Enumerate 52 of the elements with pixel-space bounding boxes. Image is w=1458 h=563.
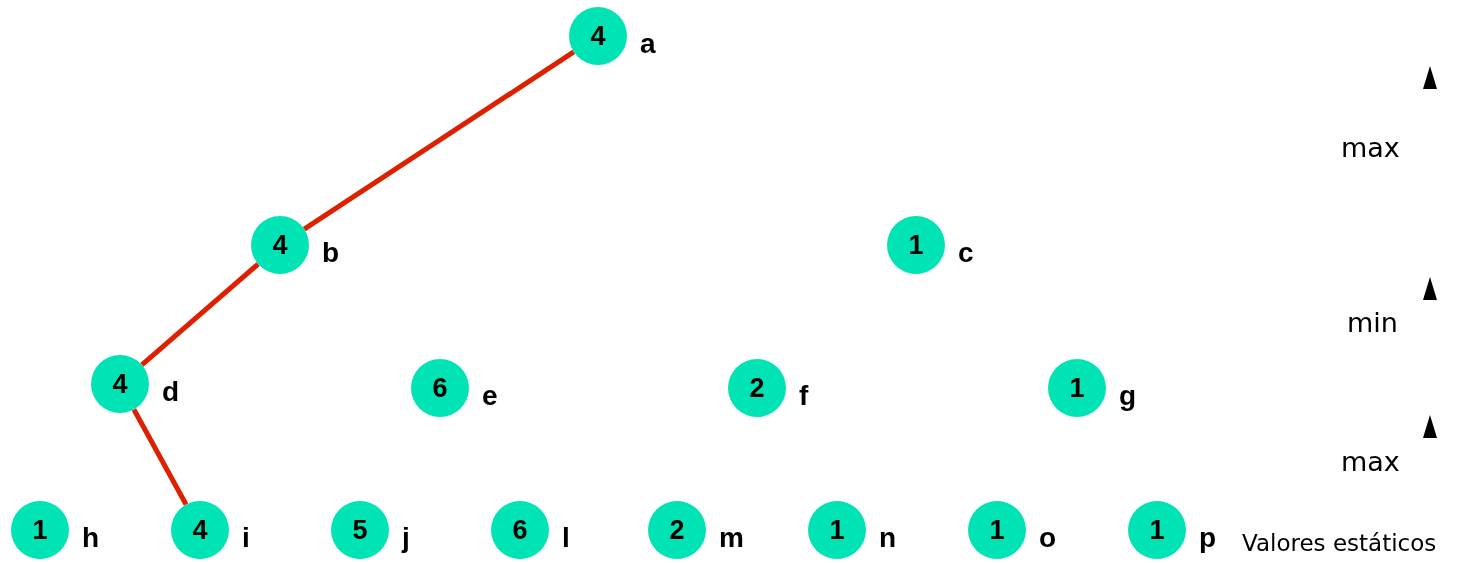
node-letter: c: [958, 239, 974, 267]
value-circle: [1128, 501, 1186, 559]
level-label: max: [1341, 134, 1400, 161]
value-circle: [91, 355, 149, 413]
node-value: 5: [352, 516, 368, 544]
node-letter: g: [1119, 382, 1137, 410]
node-value: 1: [1069, 374, 1085, 402]
node-value: 1: [32, 516, 48, 544]
value-circle: [411, 359, 469, 417]
value-circle: [887, 216, 945, 274]
value-circle: [251, 216, 309, 274]
value-circle: [11, 501, 69, 559]
node-value: 4: [272, 231, 288, 259]
value-circle: [569, 7, 627, 65]
node-letter: p: [1199, 524, 1217, 552]
tree-edge: [131, 408, 189, 506]
node-value: 1: [908, 231, 924, 259]
tree-edge: [140, 262, 260, 367]
node-value: 6: [432, 374, 448, 402]
value-circle: [648, 501, 706, 559]
value-circle: [1048, 359, 1106, 417]
node-letter: h: [82, 524, 100, 552]
node-value: 1: [1149, 516, 1165, 544]
node-letter: i: [242, 524, 250, 552]
node-letter: e: [482, 382, 498, 410]
value-circle: [171, 501, 229, 559]
node-value: 4: [192, 516, 208, 544]
node-letter: f: [799, 382, 809, 410]
node-letter: b: [322, 239, 340, 267]
level-label: max: [1341, 448, 1400, 475]
node-value: 4: [590, 22, 606, 50]
node-letter: d: [162, 378, 180, 406]
node-value: 2: [749, 374, 765, 402]
value-circle: [808, 501, 866, 559]
node-value: 2: [669, 516, 685, 544]
node-letter: o: [1039, 524, 1057, 552]
leaf-row-label: Valores estáticos: [1242, 532, 1437, 555]
level-label: min: [1347, 309, 1398, 336]
node-letter: n: [879, 524, 897, 552]
node-value: 6: [512, 516, 528, 544]
node-value: 4: [112, 370, 128, 398]
value-circle: [728, 359, 786, 417]
node-letter: m: [719, 524, 744, 552]
node-letter: a: [640, 30, 656, 58]
value-circle: [968, 501, 1026, 559]
node-letter: l: [562, 524, 570, 552]
node-value: 1: [829, 516, 845, 544]
tree-edge: [302, 49, 576, 232]
value-circle: [491, 501, 549, 559]
node-value: 1: [989, 516, 1005, 544]
value-circle: [331, 501, 389, 559]
node-letter: j: [402, 524, 410, 552]
